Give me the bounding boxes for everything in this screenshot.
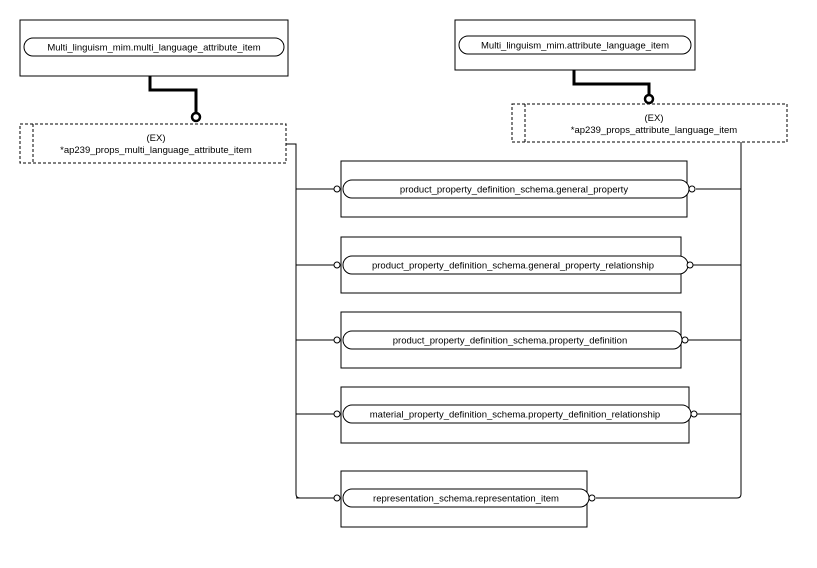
member-property-definition: product_property_definition_schema.prope…: [340, 311, 683, 369]
member-3-left-connector: [333, 336, 341, 344]
select-name: *ap239_props_attribute_language_item: [571, 125, 737, 136]
member-label: product_property_definition_schema.gener…: [372, 261, 654, 272]
member-4-left-connector: [333, 410, 341, 418]
left-select-bus: [286, 143, 297, 494]
subtype-connector-left-end: [190, 111, 202, 123]
member-5-left-connector: [333, 494, 341, 502]
entity-multi-language-attribute-item: Multi_linguism_mim.multi_language_attrib…: [19, 19, 289, 77]
member-property-definition-relationship: material_property_definition_schema.prop…: [340, 386, 692, 444]
entity-label: Multi_linguism_mim.multi_language_attrib…: [47, 43, 260, 54]
select-type-attribute-language-item: (EX) *ap239_props_attribute_language_ite…: [511, 103, 788, 143]
member-3-right-connector: [681, 336, 689, 344]
select-type-multi-language-attribute-item: (EX) *ap239_props_multi_language_attribu…: [19, 123, 287, 164]
member-5-right-connector: [588, 494, 596, 502]
member-2-left-connector: [333, 261, 341, 269]
member-label: product_property_definition_schema.gener…: [400, 185, 628, 196]
member-label: product_property_definition_schema.prope…: [393, 336, 627, 347]
member-label: representation_schema.representation_ite…: [373, 494, 559, 505]
member-general-property-relationship: product_property_definition_schema.gener…: [340, 236, 689, 294]
member-representation-item: representation_schema.representation_ite…: [340, 470, 590, 528]
member-label: material_property_definition_schema.prop…: [370, 410, 660, 421]
member-4-right-connector: [690, 410, 698, 418]
entity-attribute-language-item: Multi_linguism_mim.attribute_language_it…: [454, 19, 696, 71]
select-name: *ap239_props_multi_language_attribute_it…: [60, 145, 252, 156]
member-1-left-connector: [333, 185, 341, 193]
right-branch-5: [596, 493, 742, 499]
select-tag: (EX): [645, 113, 664, 124]
subtype-connector-right-end: [643, 93, 655, 105]
subtype-connector-right: [572, 70, 651, 94]
left-bus-corner: [295, 493, 301, 499]
member-1-right-connector: [688, 185, 696, 193]
subtype-connector-left: [148, 76, 198, 112]
entity-label: Multi_linguism_mim.attribute_language_it…: [481, 41, 669, 52]
member-2-right-connector: [686, 261, 694, 269]
select-tag: (EX): [147, 133, 166, 144]
member-general-property: product_property_definition_schema.gener…: [340, 160, 690, 218]
